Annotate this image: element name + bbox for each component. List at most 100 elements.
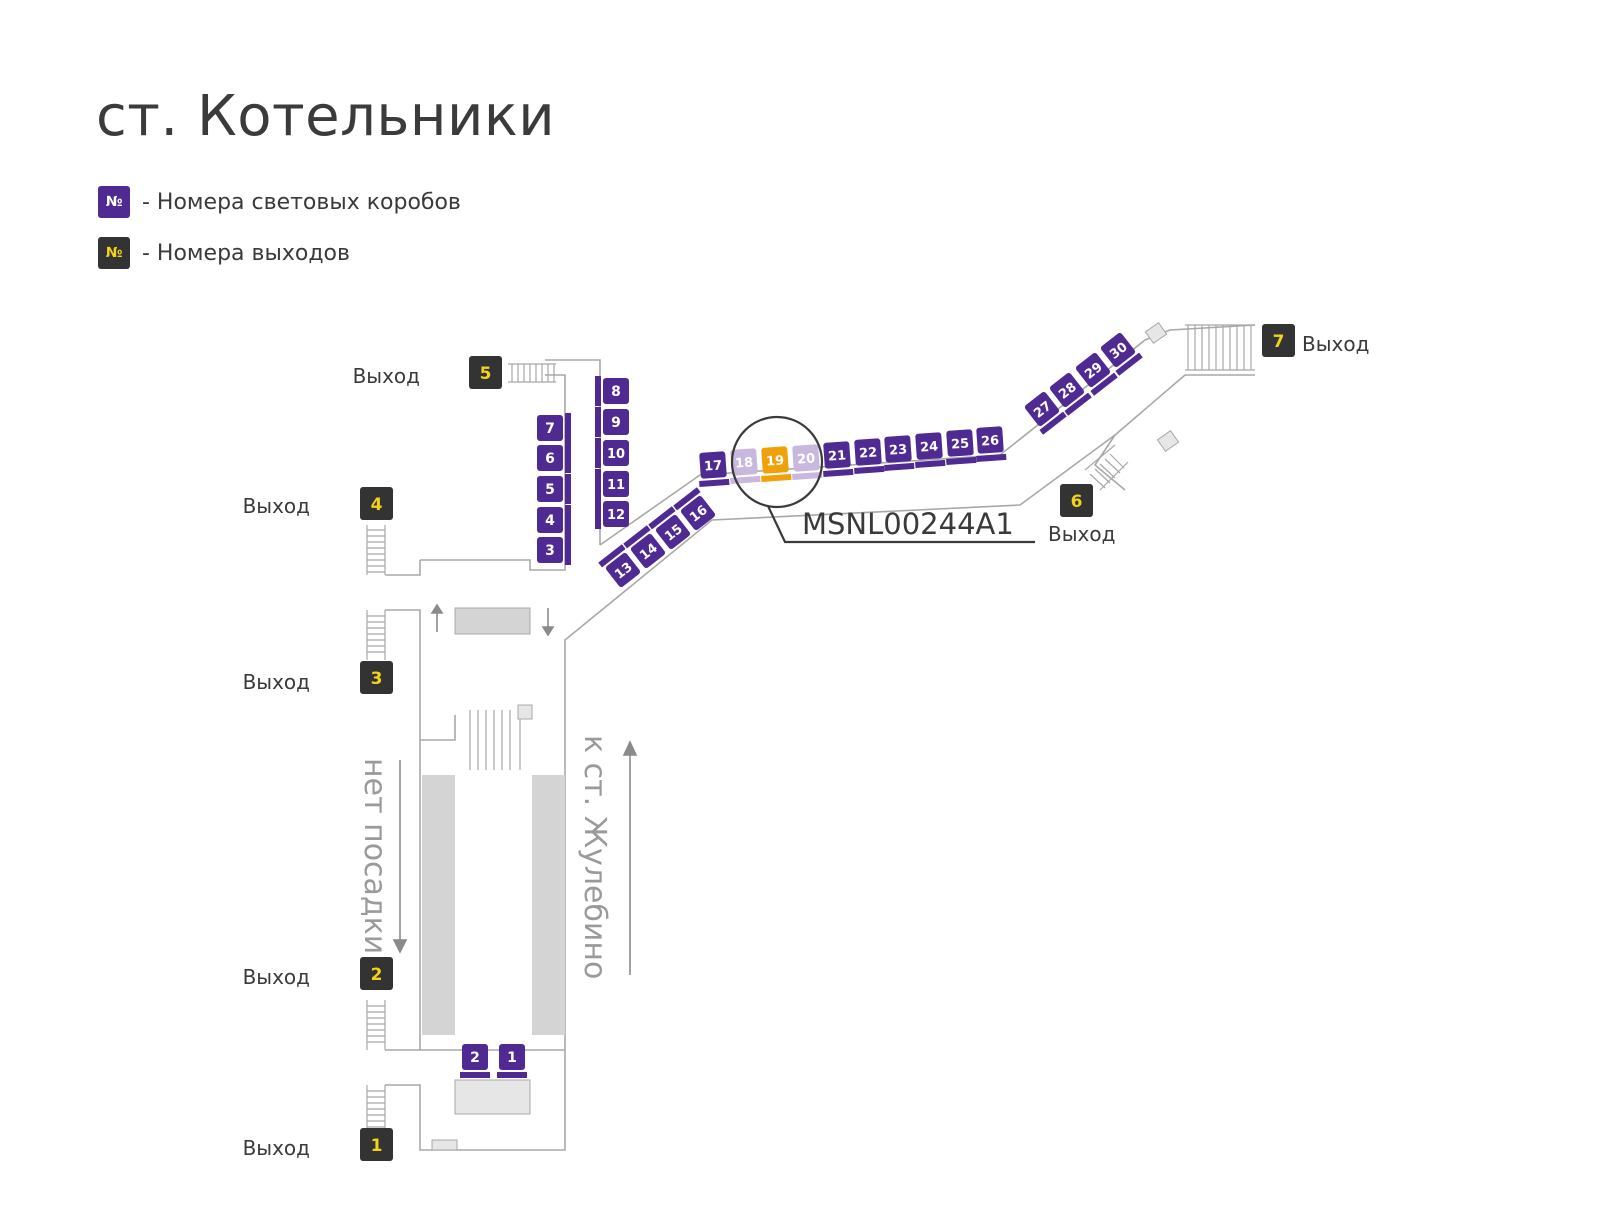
exit-4: 4 Выход	[243, 487, 393, 520]
lightbox-24: 24	[915, 432, 946, 468]
lightbox-number: 25	[951, 436, 970, 452]
central-kiosk	[454, 607, 531, 635]
exit-label: Выход	[243, 1136, 310, 1160]
lightbox-box	[603, 440, 629, 466]
exit-number: 3	[371, 669, 383, 689]
lightbox-bar	[595, 407, 601, 437]
lightbox-13: 13	[598, 544, 641, 588]
exit-number-box	[469, 356, 502, 389]
arrow-down-icon	[541, 626, 555, 637]
arrow-down-icon	[392, 939, 408, 954]
lightbox-number: 6	[545, 451, 555, 467]
lightbox-box	[1024, 391, 1060, 427]
lightbox-box	[792, 444, 820, 472]
lightbox-box	[884, 435, 912, 463]
callout-leader	[767, 505, 1035, 544]
lightbox-6: 6	[537, 443, 571, 473]
legend-exit-label: - Номера выходов	[142, 240, 350, 266]
lightbox-30: 30	[1100, 332, 1143, 376]
column-block-3	[1156, 429, 1180, 453]
lightbox-bar	[823, 468, 854, 477]
exit-label: Выход	[243, 494, 310, 518]
lightbox-number: 20	[797, 451, 816, 467]
lightbox-bar	[648, 506, 676, 530]
exit-number: 7	[1273, 332, 1285, 352]
lightbox-box	[655, 514, 691, 550]
lightbox-bar	[946, 456, 977, 465]
exit-number-box	[360, 661, 393, 694]
lightbox-number: 7	[545, 421, 555, 437]
lightbox-box	[603, 501, 629, 527]
lightbox-4: 4	[537, 505, 571, 535]
lightbox-bar	[915, 459, 946, 468]
exit-7: 7 Выход	[1262, 324, 1369, 357]
lightbox-number: 4	[545, 513, 555, 529]
lightbox-box	[605, 552, 641, 588]
lightbox-box	[462, 1044, 488, 1070]
lightbox-number: 10	[607, 447, 625, 462]
lightbox-box	[946, 429, 974, 457]
lightbox-box	[1049, 372, 1085, 408]
escalator-central	[469, 710, 521, 770]
lightbox-bar	[976, 453, 1007, 462]
lightbox-5: 5	[537, 474, 571, 504]
exit-label: Выход	[243, 965, 310, 989]
lightbox-number: 12	[607, 508, 625, 523]
lightbox-bar	[1115, 352, 1143, 376]
lightbox-1: 1	[497, 1044, 527, 1078]
lightbox-bar	[854, 465, 885, 474]
lightbox-bar	[460, 1072, 490, 1078]
arrow-up-icon	[622, 740, 638, 756]
lightbox-23: 23	[884, 435, 915, 471]
lightbox-box	[603, 471, 629, 497]
exit-number: 4	[371, 495, 383, 515]
page-title: ст. Котельники	[96, 84, 556, 149]
lightbox-number: 24	[920, 439, 939, 455]
legend-lightbox-label: - Номера световых коробов	[142, 189, 461, 215]
turnstiles	[454, 1079, 531, 1115]
lightbox-number: 18	[735, 455, 754, 471]
lightbox-box	[603, 409, 629, 435]
lightbox-9: 9	[595, 407, 629, 437]
lightbox-box	[854, 438, 882, 466]
lightbox-box	[1075, 352, 1111, 388]
lightbox-box	[699, 451, 727, 479]
lightbox-box	[1100, 332, 1136, 368]
lightbox-box	[823, 441, 851, 469]
lightbox-number: 1	[507, 1050, 517, 1066]
lightbox-26: 26	[976, 426, 1007, 462]
lightbox-bar	[595, 376, 601, 406]
exit-number-box	[360, 957, 393, 990]
exit-number: 2	[371, 965, 383, 985]
lightbox-box	[537, 476, 563, 502]
lightbox-number: 17	[704, 458, 723, 474]
lightbox-bar	[623, 525, 651, 549]
lightbox-box	[680, 495, 716, 531]
lightbox-25: 25	[946, 429, 977, 465]
legend-item-lightboxes: № - Номера световых коробов	[98, 186, 461, 218]
lightbox-box	[915, 432, 943, 460]
lightbox-3: 3	[537, 535, 571, 565]
lightbox-2: 2	[460, 1044, 490, 1078]
stairs-exit-4	[366, 525, 386, 575]
legend-lightbox-symbol: №	[98, 186, 130, 218]
lightbox-box	[976, 426, 1004, 454]
stairs-exit-1	[366, 1085, 386, 1135]
lightbox-bar	[497, 1072, 527, 1078]
callout-code: MSNL00244A1	[802, 507, 1014, 541]
exit-label: Выход	[1302, 332, 1369, 356]
lightbox-bar	[565, 474, 571, 504]
flow-arrows	[392, 603, 638, 975]
track-left	[422, 775, 455, 1035]
lightbox-8: 8	[595, 376, 629, 406]
exit-number-box	[1060, 484, 1093, 517]
exit-number: 6	[1071, 492, 1083, 512]
lightbox-bar	[1064, 392, 1092, 416]
highlight-circle	[730, 415, 824, 509]
lightbox-bar	[565, 505, 571, 535]
exit-number-box	[360, 487, 393, 520]
